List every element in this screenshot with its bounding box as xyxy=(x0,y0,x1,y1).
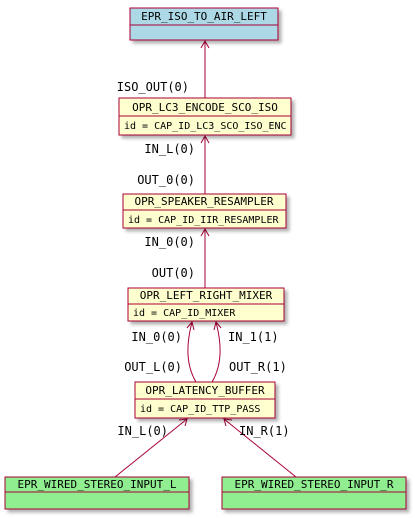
node-title: OPR_LATENCY_BUFFER xyxy=(145,384,265,397)
port-label: OUT_R(1) xyxy=(229,360,287,374)
node-id: id = CAP_ID_MIXER xyxy=(133,308,236,319)
arrowhead-mixer-in0 xyxy=(186,320,195,331)
node-lr-mixer[interactable]: OPR_LEFT_RIGHT_MIXER id = CAP_ID_MIXER xyxy=(127,287,285,322)
port-label: IN_L(0) xyxy=(144,142,195,156)
arrowhead-buffer-inr xyxy=(223,418,233,427)
port-label: IN_R(1) xyxy=(239,424,290,438)
node-wired-r[interactable]: EPR_WIRED_STEREO_INPUT_R xyxy=(221,476,407,510)
node-latency-buffer-box xyxy=(134,381,276,419)
port-labels: ISO_OUT(0) IN_L(0) OUT_0(0) IN_0(0) OUT(… xyxy=(117,80,290,438)
node-wired-l[interactable]: EPR_WIRED_STEREO_INPUT_L xyxy=(4,476,190,510)
node-speaker-resampler[interactable]: OPR_SPEAKER_RESAMPLER id = CAP_ID_IIR_RE… xyxy=(122,193,287,229)
edges xyxy=(114,39,297,478)
node-title: OPR_LC3_ENCODE_SCO_ISO xyxy=(132,101,278,114)
arrowhead-iso xyxy=(200,39,210,49)
edge-buffer-l-to-mixer xyxy=(187,321,197,383)
node-id: id = CAP_ID_TTP_PASS xyxy=(140,404,260,415)
node-id: id = CAP_ID_IIR_RESAMPLER xyxy=(128,215,279,226)
edge-buffer-r-to-mixer xyxy=(211,321,221,383)
port-label: ISO_OUT(0) xyxy=(117,80,189,94)
node-lc3-encode[interactable]: OPR_LC3_ENCODE_SCO_ISO id = CAP_ID_LC3_S… xyxy=(118,97,292,136)
port-label: OUT_L(0) xyxy=(124,360,182,374)
node-title: OPR_LEFT_RIGHT_MIXER xyxy=(140,289,273,302)
node-id: id = CAP_ID_LC3_SCO_ISO_ENC xyxy=(124,121,287,132)
node-title: EPR_ISO_TO_AIR_LEFT xyxy=(141,10,267,23)
port-label: IN_1(1) xyxy=(228,330,279,344)
edge-wired-r-to-buffer xyxy=(223,418,297,478)
node-speaker-resampler-box xyxy=(122,193,287,229)
port-label: IN_L(0) xyxy=(117,424,168,438)
node-wired-l-box xyxy=(4,476,190,510)
port-label: OUT(0) xyxy=(152,266,195,280)
node-iso-to-air-box xyxy=(129,7,279,41)
node-title: EPR_WIRED_STEREO_INPUT_R xyxy=(235,478,394,491)
port-label: OUT_0(0) xyxy=(137,173,195,187)
node-wired-r-box xyxy=(221,476,407,510)
node-title: EPR_WIRED_STEREO_INPUT_L xyxy=(18,478,177,491)
node-iso-to-air[interactable]: EPR_ISO_TO_AIR_LEFT xyxy=(129,7,279,41)
arrowhead-resampler xyxy=(200,227,210,237)
node-title: OPR_SPEAKER_RESAMPLER xyxy=(134,195,273,208)
arrowhead-encode xyxy=(200,134,210,144)
arrowhead-mixer-in1 xyxy=(213,320,222,331)
edge-wired-l-to-buffer xyxy=(114,418,188,478)
node-latency-buffer[interactable]: OPR_LATENCY_BUFFER id = CAP_ID_TTP_PASS xyxy=(134,381,276,419)
arrowhead-buffer-inl xyxy=(178,418,188,427)
port-label: IN_0(0) xyxy=(131,330,182,344)
port-label: IN_0(0) xyxy=(144,235,195,249)
